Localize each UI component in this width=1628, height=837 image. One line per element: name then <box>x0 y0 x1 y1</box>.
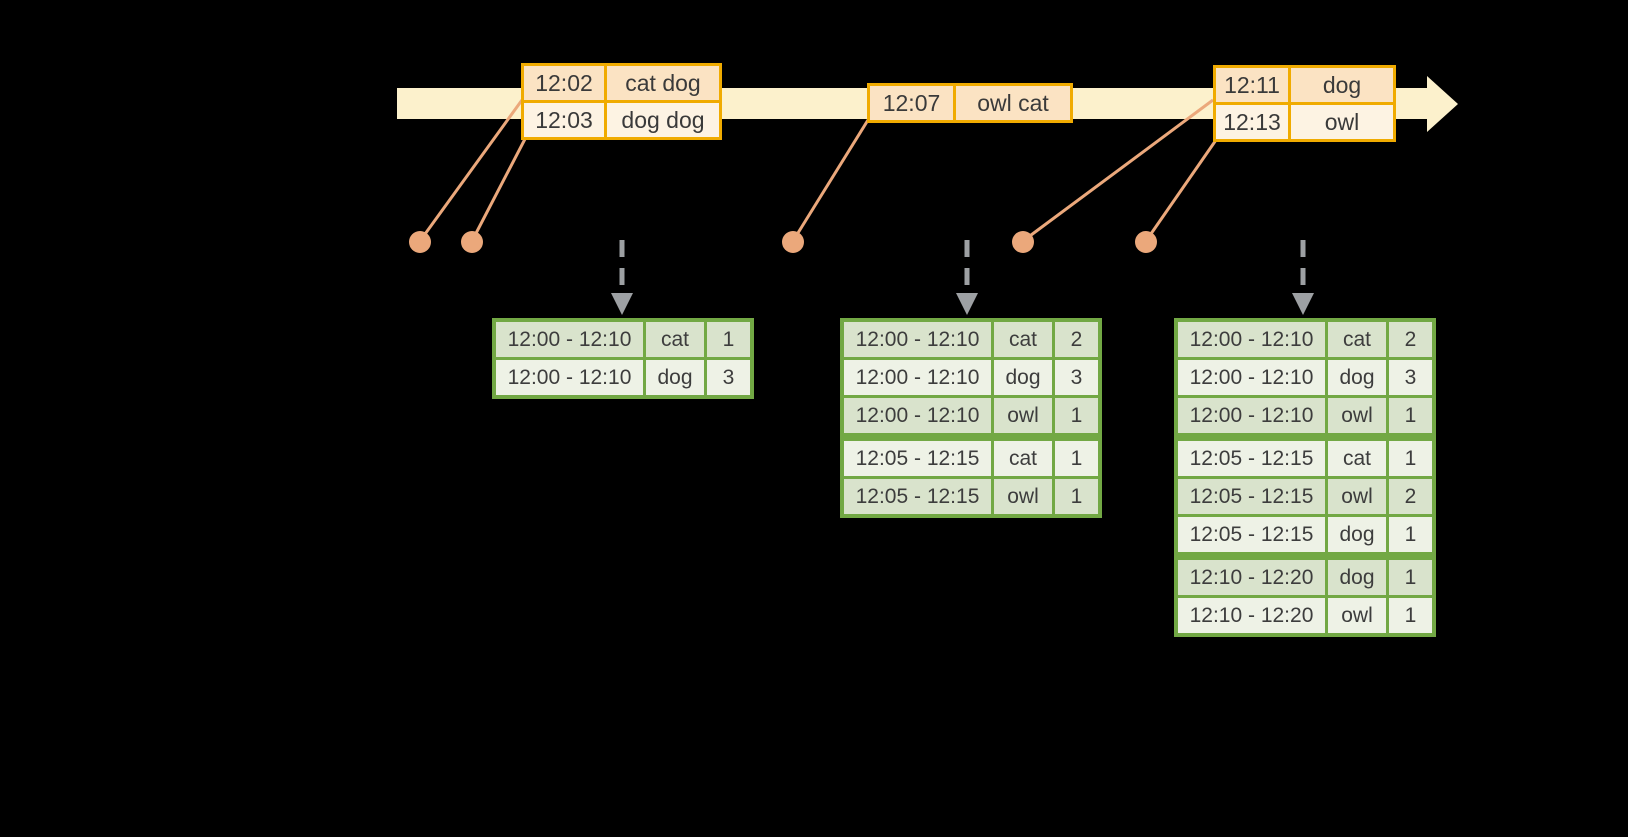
connector-line <box>470 138 527 242</box>
event-table-3: 12:11 dog 12:13 owl <box>1213 65 1396 142</box>
window-cell: 12:00 - 12:10 <box>1178 322 1325 357</box>
event-table-1: 12:02 cat dog 12:03 dog dog <box>521 63 722 140</box>
trigger-arrowhead-icon <box>1292 293 1314 315</box>
window-cell: 12:00 - 12:10 <box>844 398 991 433</box>
count-cell: 1 <box>1389 517 1432 552</box>
event-time-cell: 12:03 <box>524 103 604 137</box>
event-words-cell: dog <box>1291 68 1393 102</box>
word-cell: dog <box>994 360 1052 395</box>
table-row: 12:00 - 12:10 cat 1 <box>496 322 750 357</box>
count-cell: 1 <box>1389 598 1432 633</box>
count-cell: 1 <box>707 322 750 357</box>
count-cell: 3 <box>707 360 750 395</box>
window-cell: 12:00 - 12:10 <box>1178 360 1325 395</box>
window-cell: 12:05 - 12:15 <box>1178 479 1325 514</box>
connector-line <box>1144 139 1218 242</box>
table-row: 12:00 - 12:10 owl 1 <box>844 398 1098 433</box>
window-cell: 12:00 - 12:10 <box>496 360 643 395</box>
count-cell: 2 <box>1055 322 1098 357</box>
event-dot-icon <box>1135 231 1157 253</box>
result-table-2: 12:00 - 12:10 cat 2 12:00 - 12:10 dog 3 … <box>840 318 1102 518</box>
word-cell: dog <box>1328 360 1386 395</box>
event-words-cell: cat dog <box>607 66 719 100</box>
count-cell: 1 <box>1389 441 1432 476</box>
event-dot-icon <box>461 231 483 253</box>
word-cell: owl <box>1328 479 1386 514</box>
connector-line <box>1022 98 1214 243</box>
word-cell: owl <box>1328 398 1386 433</box>
table-row: 12:00 - 12:10 cat 2 <box>844 322 1098 357</box>
table-row: 12:00 - 12:10 owl 1 <box>1178 398 1432 433</box>
count-cell: 1 <box>1389 560 1432 595</box>
event-dot-icon <box>409 231 431 253</box>
count-cell: 1 <box>1055 479 1098 514</box>
table-row: 12:05 - 12:15 owl 2 <box>1178 479 1432 514</box>
trigger-arrowhead-icon <box>611 293 633 315</box>
trigger-arrowheads <box>611 293 1314 315</box>
result-table-1: 12:00 - 12:10 cat 1 12:00 - 12:10 dog 3 <box>492 318 754 399</box>
event-table-2: 12:07 owl cat <box>867 83 1073 123</box>
window-cell: 12:05 - 12:15 <box>1178 517 1325 552</box>
event-time-cell: 12:07 <box>870 86 953 120</box>
word-cell: owl <box>994 479 1052 514</box>
result-table-3: 12:00 - 12:10 cat 2 12:00 - 12:10 dog 3 … <box>1174 318 1436 637</box>
event-dot-icon <box>1012 231 1034 253</box>
event-words-cell: owl cat <box>956 86 1070 120</box>
window-cell: 12:10 - 12:20 <box>1178 560 1325 595</box>
table-row: 12:05 - 12:15 cat 1 <box>844 441 1098 476</box>
table-row: 12:05 - 12:15 cat 1 <box>1178 441 1432 476</box>
event-time-cell: 12:13 <box>1216 105 1288 139</box>
window-cell: 12:00 - 12:10 <box>1178 398 1325 433</box>
connector-line <box>791 119 870 242</box>
trigger-arrowhead-icon <box>956 293 978 315</box>
count-cell: 2 <box>1389 479 1432 514</box>
table-row: 12:00 - 12:10 dog 3 <box>844 360 1098 395</box>
word-cell: dog <box>1328 560 1386 595</box>
window-cell: 12:10 - 12:20 <box>1178 598 1325 633</box>
event-dot-icon <box>782 231 804 253</box>
word-cell: cat <box>994 322 1052 357</box>
window-cell: 12:05 - 12:15 <box>1178 441 1325 476</box>
window-cell: 12:05 - 12:15 <box>844 479 991 514</box>
timeline-arrowhead-icon <box>1427 76 1458 132</box>
count-cell: 3 <box>1389 360 1432 395</box>
word-cell: owl <box>1328 598 1386 633</box>
window-cell: 12:00 - 12:10 <box>844 322 991 357</box>
event-connector-lines <box>418 98 1218 243</box>
word-cell: dog <box>1328 517 1386 552</box>
word-cell: cat <box>994 441 1052 476</box>
table-row: 12:00 - 12:10 cat 2 <box>1178 322 1432 357</box>
word-cell: cat <box>646 322 704 357</box>
word-cell: owl <box>994 398 1052 433</box>
word-cell: dog <box>646 360 704 395</box>
window-cell: 12:00 - 12:10 <box>844 360 991 395</box>
count-cell: 1 <box>1055 441 1098 476</box>
table-row: 12:00 - 12:10 dog 3 <box>1178 360 1432 395</box>
event-dots <box>409 231 1157 253</box>
window-cell: 12:00 - 12:10 <box>496 322 643 357</box>
count-cell: 3 <box>1055 360 1098 395</box>
table-row: 12:00 - 12:10 dog 3 <box>496 360 750 395</box>
event-time-cell: 12:11 <box>1216 68 1288 102</box>
table-row: 12:05 - 12:15 dog 1 <box>1178 517 1432 552</box>
word-cell: cat <box>1328 441 1386 476</box>
trigger-arrows <box>619 240 1306 293</box>
window-cell: 12:05 - 12:15 <box>844 441 991 476</box>
table-row: 12:10 - 12:20 owl 1 <box>1178 598 1432 633</box>
event-words-cell: owl <box>1291 105 1393 139</box>
event-time-cell: 12:02 <box>524 66 604 100</box>
count-cell: 2 <box>1389 322 1432 357</box>
table-row: 12:05 - 12:15 owl 1 <box>844 479 1098 514</box>
event-words-cell: dog dog <box>607 103 719 137</box>
word-cell: cat <box>1328 322 1386 357</box>
count-cell: 1 <box>1055 398 1098 433</box>
count-cell: 1 <box>1389 398 1432 433</box>
connector-line <box>418 99 524 242</box>
table-row: 12:10 - 12:20 dog 1 <box>1178 560 1432 595</box>
